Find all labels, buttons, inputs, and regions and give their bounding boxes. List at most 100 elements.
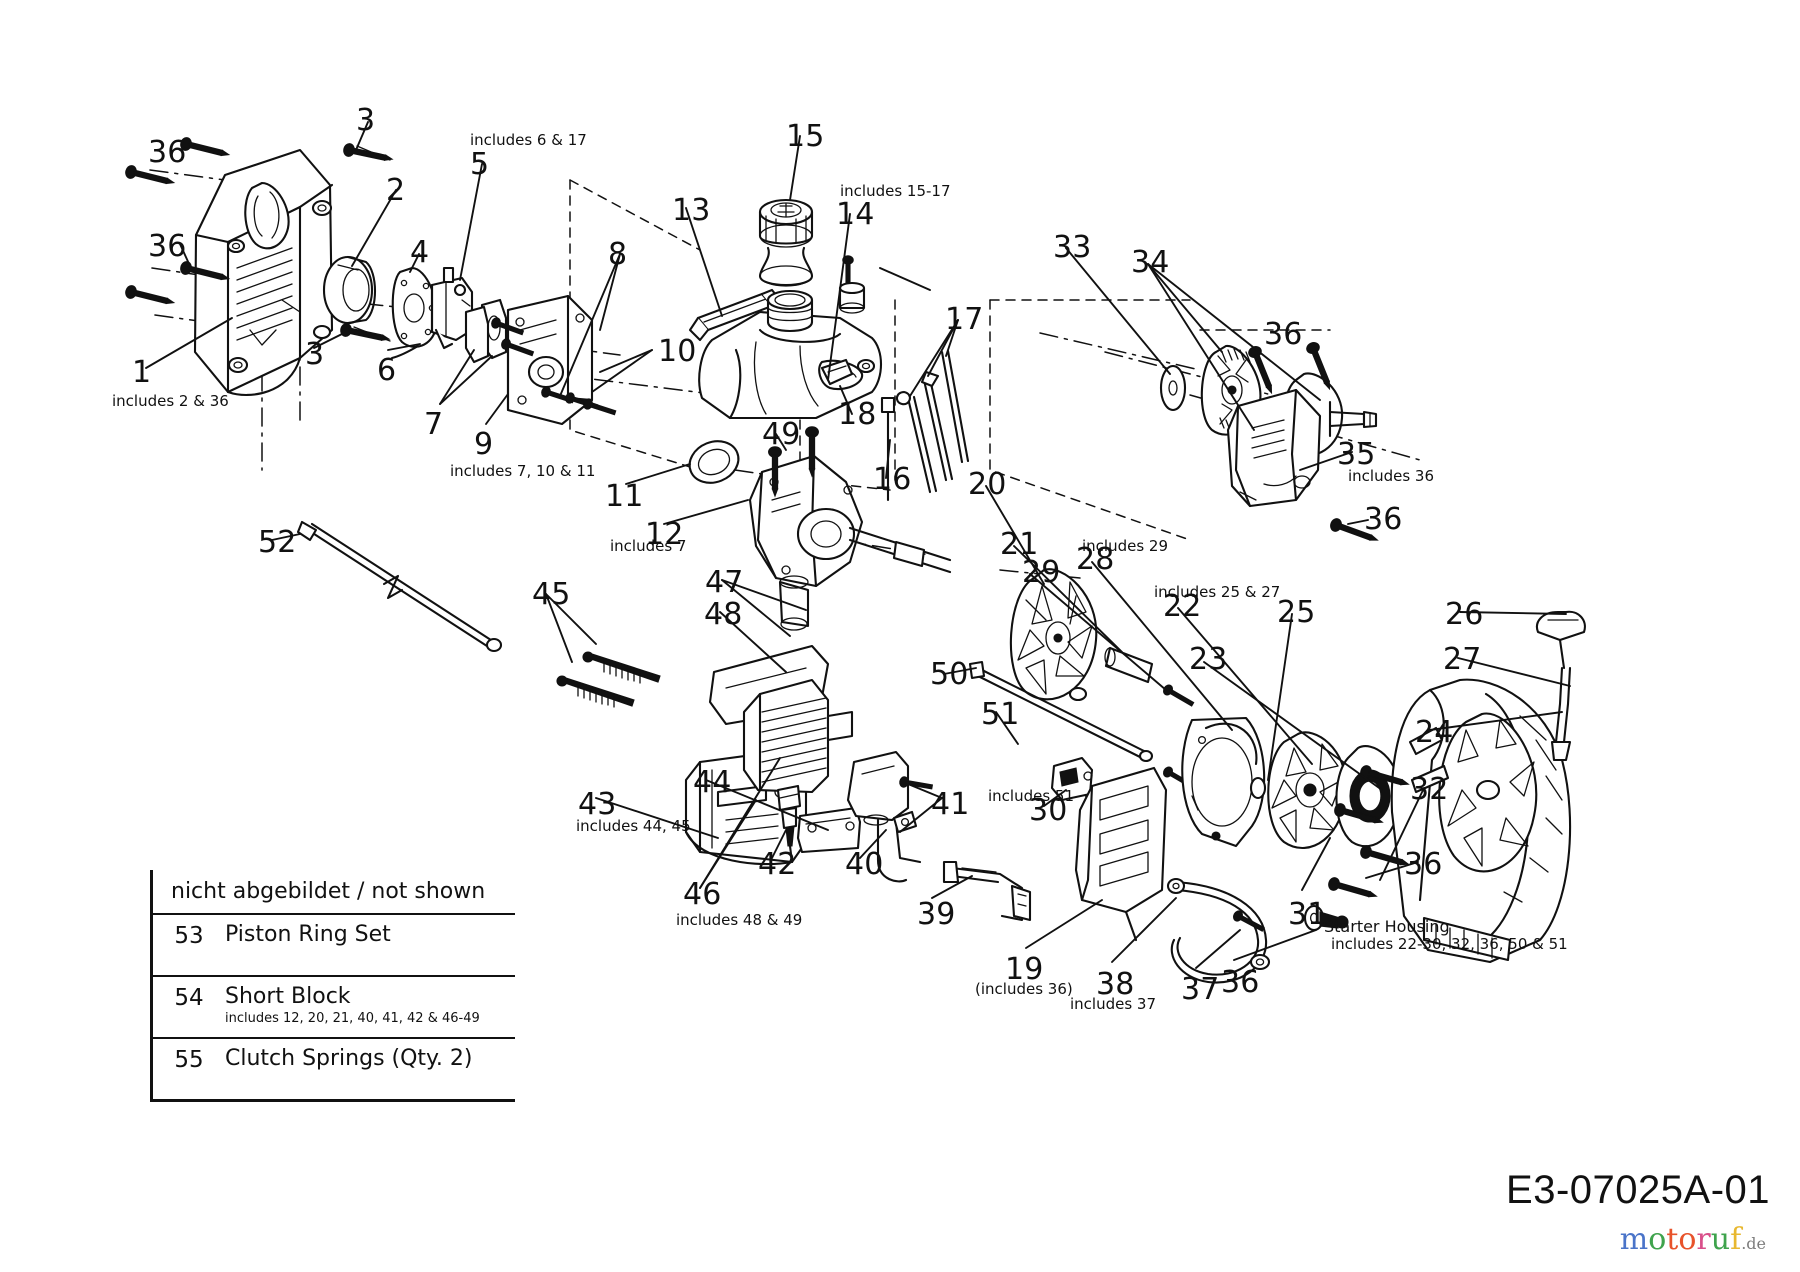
part-9-intake-manifold: [506, 294, 618, 426]
logo-letter: t: [1666, 1222, 1679, 1257]
part-14-grommet-screw: [838, 255, 866, 314]
callout-36: 36: [1264, 317, 1303, 352]
callout-19: 19: [1005, 952, 1044, 987]
table-row: 53 Piston Ring Set: [150, 915, 515, 977]
part-40-bracket: [892, 775, 934, 864]
note-includes-37: includes 37: [1070, 995, 1157, 1013]
callout-20: 20: [968, 467, 1007, 502]
callout-25: 25: [1277, 595, 1316, 630]
row-name: Clutch Springs (Qty. 2): [225, 1046, 473, 1071]
callout-13: 13: [672, 193, 711, 228]
note-includes-29: includes 29: [1082, 537, 1169, 555]
callout-36: 36: [1404, 847, 1443, 882]
callout-28: 28: [1076, 542, 1115, 577]
part-35-clutch-cover: [1226, 388, 1322, 508]
logo-letter: o: [1678, 1222, 1697, 1257]
part-3-long-screws: [339, 142, 394, 346]
part-26-starter-handle: [1536, 610, 1586, 762]
callout-18: 18: [838, 397, 877, 432]
part-15-fuel-cap: [758, 198, 814, 248]
logo-letter: f: [1730, 1222, 1742, 1257]
row-includes: includes 12, 20, 21, 40, 41, 42 & 46-49: [225, 1011, 480, 1026]
callout-12: 12: [645, 517, 684, 552]
callout-40: 40: [845, 847, 884, 882]
callout-26: 26: [1445, 597, 1484, 632]
note-includes-7-10-11: includes 7, 10 & 11: [450, 462, 596, 480]
callout-5: 5: [470, 147, 490, 182]
row-number: 54: [174, 985, 204, 1011]
drawing-number: E3-07025A-01: [1506, 1168, 1770, 1212]
logo-letter: u: [1710, 1222, 1731, 1257]
callout-39: 39: [917, 897, 956, 932]
callout-37: 37: [1181, 972, 1220, 1007]
callout-3: 3: [356, 103, 376, 138]
part-16-cap-gasket: [758, 246, 814, 287]
callout-48: 48: [704, 597, 743, 632]
part-23-recoil-spring: [1335, 745, 1402, 848]
leader-lines: [145, 121, 1571, 969]
callout-36: 36: [1221, 965, 1260, 1000]
callout-36: 36: [148, 135, 187, 170]
note-starter-housing-name: Starter Housing: [1324, 917, 1450, 936]
callout-27: 27: [1443, 642, 1482, 677]
part-11-insulator: [688, 440, 740, 484]
note-includes-15-17: includes 15-17: [840, 182, 951, 200]
part-25-27-pulley: [1249, 731, 1348, 849]
callout-8: 8: [608, 237, 628, 272]
part-39-throttle-link: [942, 860, 1032, 922]
note-includes-7: includes 7: [610, 537, 687, 555]
note-includes-2-36: includes 2 & 36: [112, 392, 229, 410]
note-includes-51: includes 51: [988, 787, 1075, 805]
callout-9: 9: [474, 427, 494, 462]
callout-47: 47: [705, 565, 744, 600]
callout-46: 46: [683, 877, 722, 912]
part-46-cylinder: [742, 678, 854, 847]
part-44-muffler-gasket: [796, 806, 862, 854]
part-7-gaskets: [464, 298, 508, 364]
note-includes-48-49: includes 48 & 49: [676, 911, 803, 929]
callout-11: 11: [605, 479, 644, 514]
callout-23: 23: [1189, 642, 1228, 677]
part-37-36-terminal: [1231, 904, 1349, 935]
part-4-carb-plate: [391, 266, 439, 348]
note-includes-44-45: includes 44, 45: [576, 817, 691, 835]
callout-51: 51: [981, 697, 1020, 732]
row-number: 53: [174, 923, 204, 949]
part-31-starter-housing: [1390, 678, 1572, 964]
callout-30: 30: [1029, 793, 1068, 828]
callout-16: 16: [873, 462, 912, 497]
callout-24: 24: [1415, 715, 1454, 750]
note-includes-36-shield: (includes 36): [975, 980, 1073, 998]
callout-35: 35: [1337, 437, 1376, 472]
part-2-air-filter: [322, 255, 376, 325]
callout-38: 38: [1096, 967, 1135, 1002]
callout-41: 41: [931, 787, 970, 822]
not-shown-table: nicht abgebildet / not shown 53 Piston R…: [150, 870, 515, 1102]
callout-14: 14: [836, 197, 875, 232]
logo-letter: o: [1648, 1222, 1667, 1257]
callout-36: 36: [148, 229, 187, 264]
logo-letter: r: [1696, 1222, 1711, 1257]
callout-50: 50: [930, 657, 969, 692]
callout-36: 36: [1364, 502, 1403, 537]
callout-10: 10: [658, 334, 697, 369]
callout-7: 7: [424, 407, 444, 442]
callout-44: 44: [693, 765, 732, 800]
row-name: Piston Ring Set: [225, 922, 391, 947]
callout-1: 1: [132, 355, 152, 390]
logo-letter: m: [1619, 1222, 1649, 1257]
callout-32: 32: [1410, 772, 1449, 807]
note-includes-6-17: includes 6 & 17: [470, 131, 587, 149]
part-12-crankcase: [748, 426, 952, 631]
callout-3: 3: [305, 337, 325, 372]
callout-15: 15: [786, 119, 825, 154]
callout-33: 33: [1053, 230, 1092, 265]
part-1-engine-cover: [193, 148, 334, 396]
part-20-flywheel: [1009, 568, 1154, 702]
part-41-ignition-module: [846, 750, 910, 883]
part-50-51-rod: [968, 660, 1154, 763]
callout-45: 45: [532, 577, 571, 612]
part-38-spark-plug-wire: [1166, 877, 1271, 984]
